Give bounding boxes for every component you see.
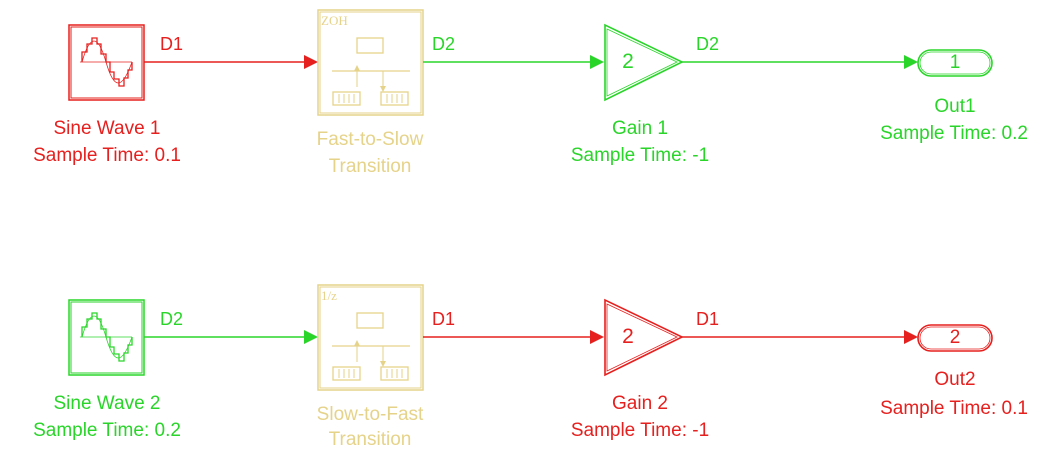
sine-wave-2-block[interactable]: [68, 299, 145, 376]
signal-label-1a: D1: [160, 34, 184, 54]
gain-1-sample-time: Sample Time: -1: [570, 145, 710, 166]
outport-1-sample-time: Sample Time: 0.2: [880, 123, 1028, 144]
transition-1-name-line2: Transition: [328, 156, 412, 177]
gain-1-name: Gain 1: [612, 118, 668, 139]
outport-1-block[interactable]: [917, 49, 993, 77]
signal-line-2a: [144, 330, 318, 344]
signal-label-1b: D2: [432, 34, 456, 54]
outport-2-number: 2: [949, 327, 961, 348]
signal-line-1a: [144, 55, 318, 69]
rate-transition-1-block[interactable]: [317, 9, 424, 116]
sine-wave-1-name: Sine Wave 1: [53, 118, 161, 139]
gain-1-block[interactable]: [604, 23, 684, 102]
gain-2-value: 2: [622, 325, 634, 348]
gain-2-block[interactable]: [604, 298, 684, 377]
gain-2-sample-time: Sample Time: -1: [570, 420, 710, 441]
outport-1-number: 1: [949, 52, 961, 73]
transition-2-name-line2: Transition: [328, 429, 412, 450]
sine-wave-icon: [80, 37, 133, 87]
signal-line-2c: [682, 330, 918, 344]
outport-2-name: Out2: [934, 369, 976, 390]
sine-wave-icon: [80, 312, 133, 362]
outport-2-block[interactable]: [917, 324, 993, 352]
signal-label-2b: D1: [432, 309, 456, 329]
row-2: [68, 284, 993, 391]
sine-wave-1-block[interactable]: [68, 24, 145, 101]
outport-1-name: Out1: [934, 96, 976, 117]
sine-wave-2-name: Sine Wave 2: [53, 393, 161, 414]
gain-2-name: Gain 2: [612, 393, 668, 414]
signal-label-2a: D2: [160, 309, 184, 329]
signal-line-1b: [423, 55, 604, 69]
transition-2-name-line1: Slow-to-Fast: [316, 404, 424, 425]
signal-line-1c: [682, 55, 918, 69]
transition-1-name-line1: Fast-to-Slow: [316, 129, 424, 150]
sine-wave-1-sample-time: Sample Time: 0.1: [33, 145, 181, 166]
row-1: [68, 9, 993, 116]
rate-transition-2-block[interactable]: [317, 284, 424, 391]
transition-1-tag: ZOH: [321, 13, 348, 28]
outport-2-sample-time: Sample Time: 0.1: [880, 398, 1028, 419]
gain-1-value: 2: [622, 50, 634, 73]
signal-label-1c: D2: [696, 34, 720, 54]
sine-wave-2-sample-time: Sample Time: 0.2: [33, 420, 181, 441]
signal-label-2c: D1: [696, 309, 720, 329]
signal-line-2b: [423, 330, 604, 344]
transition-2-tag: 1/z: [321, 288, 337, 303]
